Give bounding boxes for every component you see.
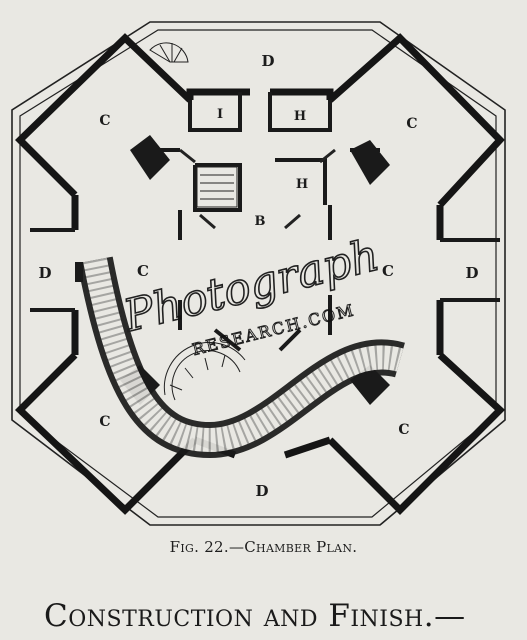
room-label-h-mid: H (296, 177, 308, 192)
room-label-c-bottom-right: C (398, 422, 409, 438)
room-label-c-center-right: C (382, 262, 394, 280)
floor-plan: D D D D C C C C C C I H H B Photograph R… (11, 21, 506, 526)
veranda-outline (11, 21, 506, 526)
figure-caption: Fig. 22.—Chamber Plan. (169, 538, 358, 556)
room-label-h-top: H (294, 109, 306, 124)
room-label-b: B (255, 214, 266, 229)
straight-stair (196, 166, 238, 208)
section-heading: Construction and Finish.— (44, 598, 466, 634)
room-label-d-left: D (38, 264, 51, 282)
room-label-d-bottom: D (255, 482, 268, 500)
room-label-i: I (217, 107, 223, 122)
spiral-stair-bottom (163, 342, 246, 401)
room-label-d-top: D (261, 52, 274, 70)
spiral-stair-top (149, 42, 189, 63)
doors (179, 148, 336, 230)
room-label-c-top-right: C (406, 116, 417, 132)
room-label-c-bottom-left: C (99, 414, 110, 430)
room-label-c-top-left: C (99, 113, 110, 129)
room-label-c-center: C (137, 262, 149, 280)
room-label-d-right: D (465, 264, 478, 282)
